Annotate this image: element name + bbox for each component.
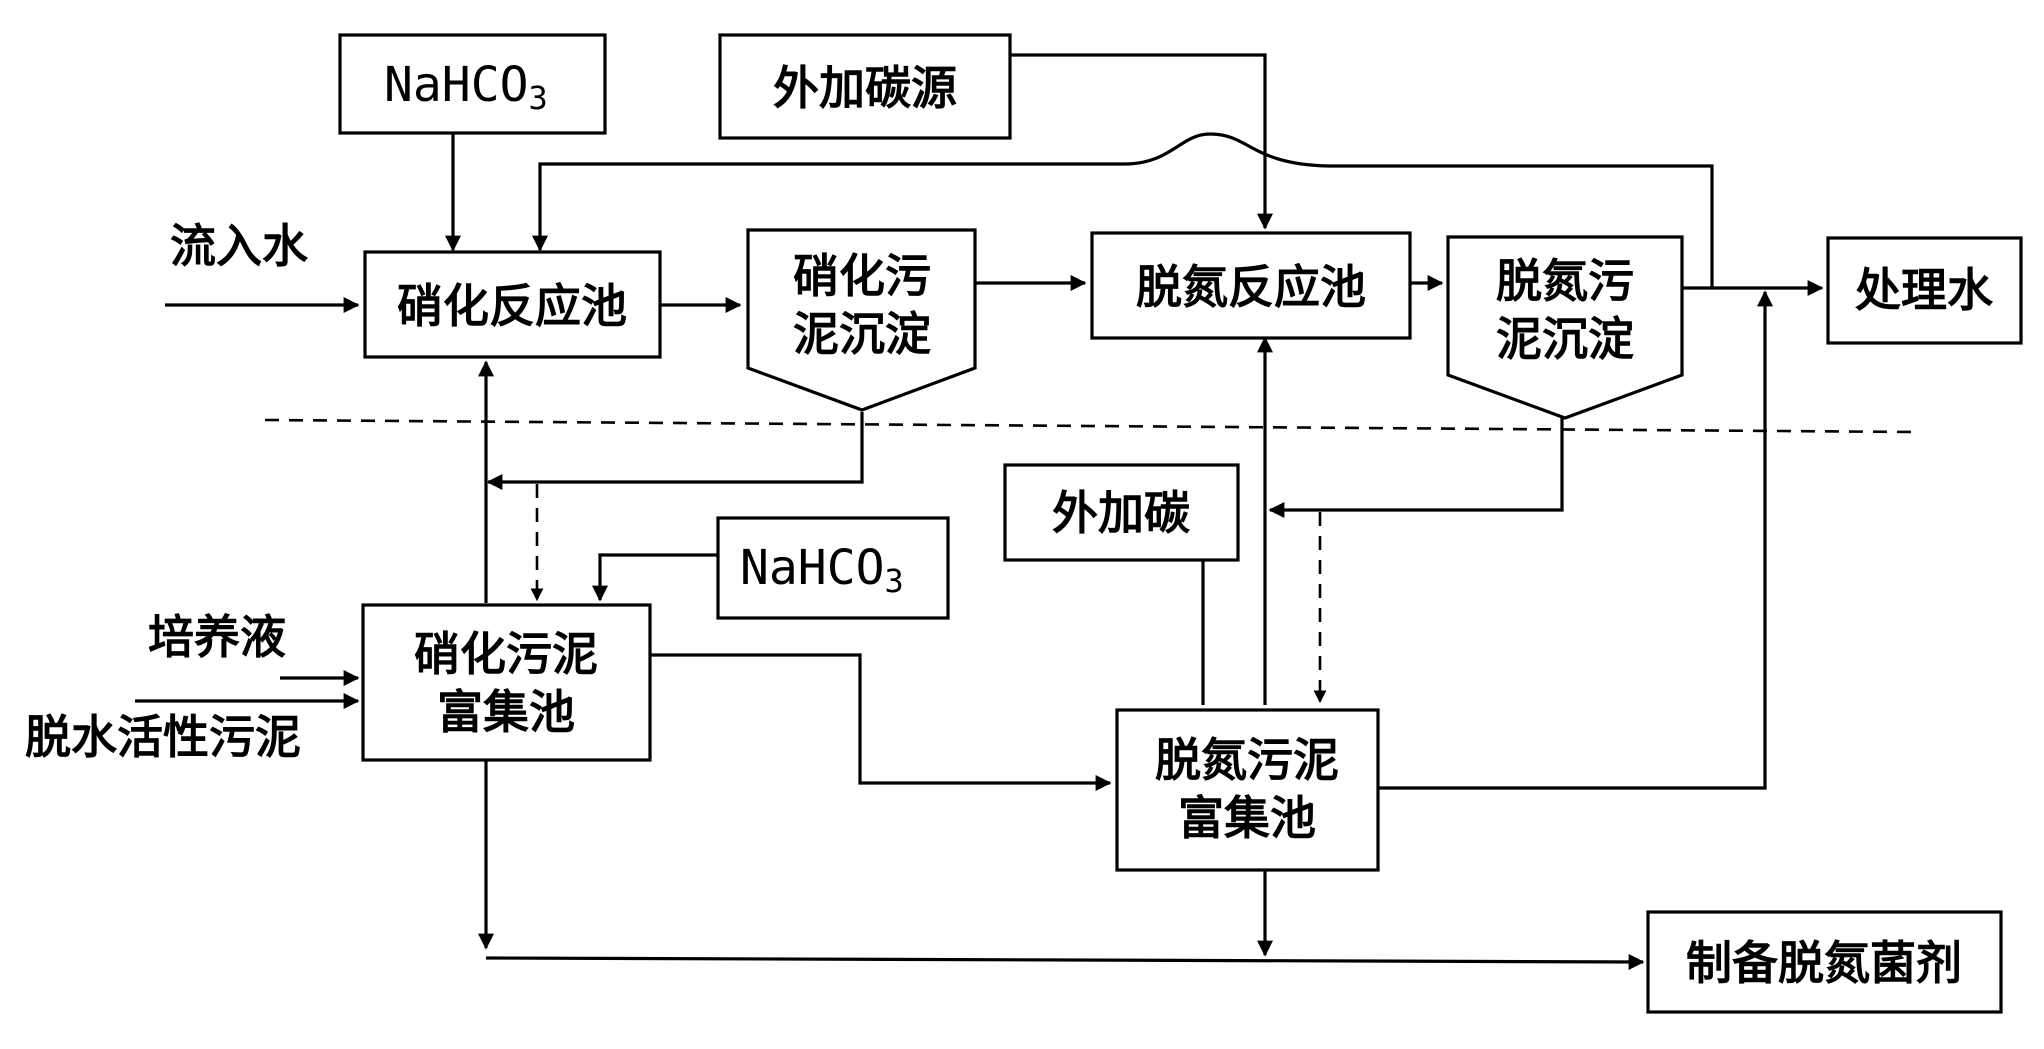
product-collection-arrow [485, 953, 1645, 970]
svg-text:泥沉淀: 泥沉淀 [1496, 312, 1634, 366]
svg-text:处理水: 处理水 [1855, 263, 1994, 317]
recycle-arrow [532, 132, 1714, 288]
enrichment-to-treated-arrow [1378, 290, 1773, 790]
nahco3-mid-feed-arrow [592, 553, 718, 602]
enrichment-transfer-arrow [650, 653, 1112, 791]
treated-water-box: 处理水 [1826, 236, 2023, 345]
culture-medium-label: 培养液 [148, 610, 286, 664]
svg-text:脱氮污泥: 脱氮污泥 [1155, 733, 1339, 787]
carbon-source-arrow [1010, 53, 1273, 230]
nitrifying-enrichment-box: 硝化污泥 富集池 [361, 603, 652, 762]
svg-text:硝化污泥: 硝化污泥 [414, 627, 598, 681]
svg-text:脱氮污: 脱氮污 [1496, 254, 1634, 308]
influent-label: 流入水 [170, 219, 309, 273]
external-carbon-source-box: 外加碳源 [718, 33, 1012, 140]
svg-text:外加碳: 外加碳 [1052, 486, 1191, 540]
denitrifier-product-box: 制备脱氮菌剂 [1646, 910, 2003, 1014]
denitrification-sludge-return-arrow [1268, 418, 1564, 518]
dewatered-sludge-label: 脱水活性污泥 [25, 710, 301, 764]
external-carbon-box: 外加碳 [1003, 463, 1240, 562]
svg-text:制备脱氮菌剂: 制备脱氮菌剂 [1686, 936, 1962, 990]
divider-line [264, 418, 1916, 434]
nitrification-settler-box: 硝化污 泥沉淀 [746, 228, 977, 412]
denitrification-settler-box: 脱氮污 泥沉淀 [1446, 235, 1684, 420]
svg-text:硝化污: 硝化污 [793, 249, 931, 303]
nahco3-mid-box: NaHCO3 [716, 516, 950, 620]
svg-text:NaHCO3: NaHCO3 [384, 57, 548, 117]
svg-text:外加碳源: 外加碳源 [773, 61, 957, 115]
flow-lines [135, 53, 1916, 970]
nitrification-reactor-box: 硝化反应池 [363, 250, 662, 359]
svg-text:NaHCO3: NaHCO3 [740, 540, 904, 600]
denitrification-reactor-box: 脱氮反应池 [1090, 231, 1412, 340]
nahco3-top-box: NaHCO3 [338, 33, 607, 135]
nitrification-sludge-return-arrow [486, 412, 864, 490]
svg-text:硝化反应池: 硝化反应池 [397, 279, 627, 333]
denitrifying-enrichment-box: 脱氮污泥 富集池 [1115, 708, 1380, 872]
svg-text:脱氮反应池: 脱氮反应池 [1136, 260, 1366, 314]
svg-text:富集池: 富集池 [437, 685, 575, 739]
svg-text:富集池: 富集池 [1178, 791, 1316, 845]
svg-text:泥沉淀: 泥沉淀 [793, 307, 931, 361]
